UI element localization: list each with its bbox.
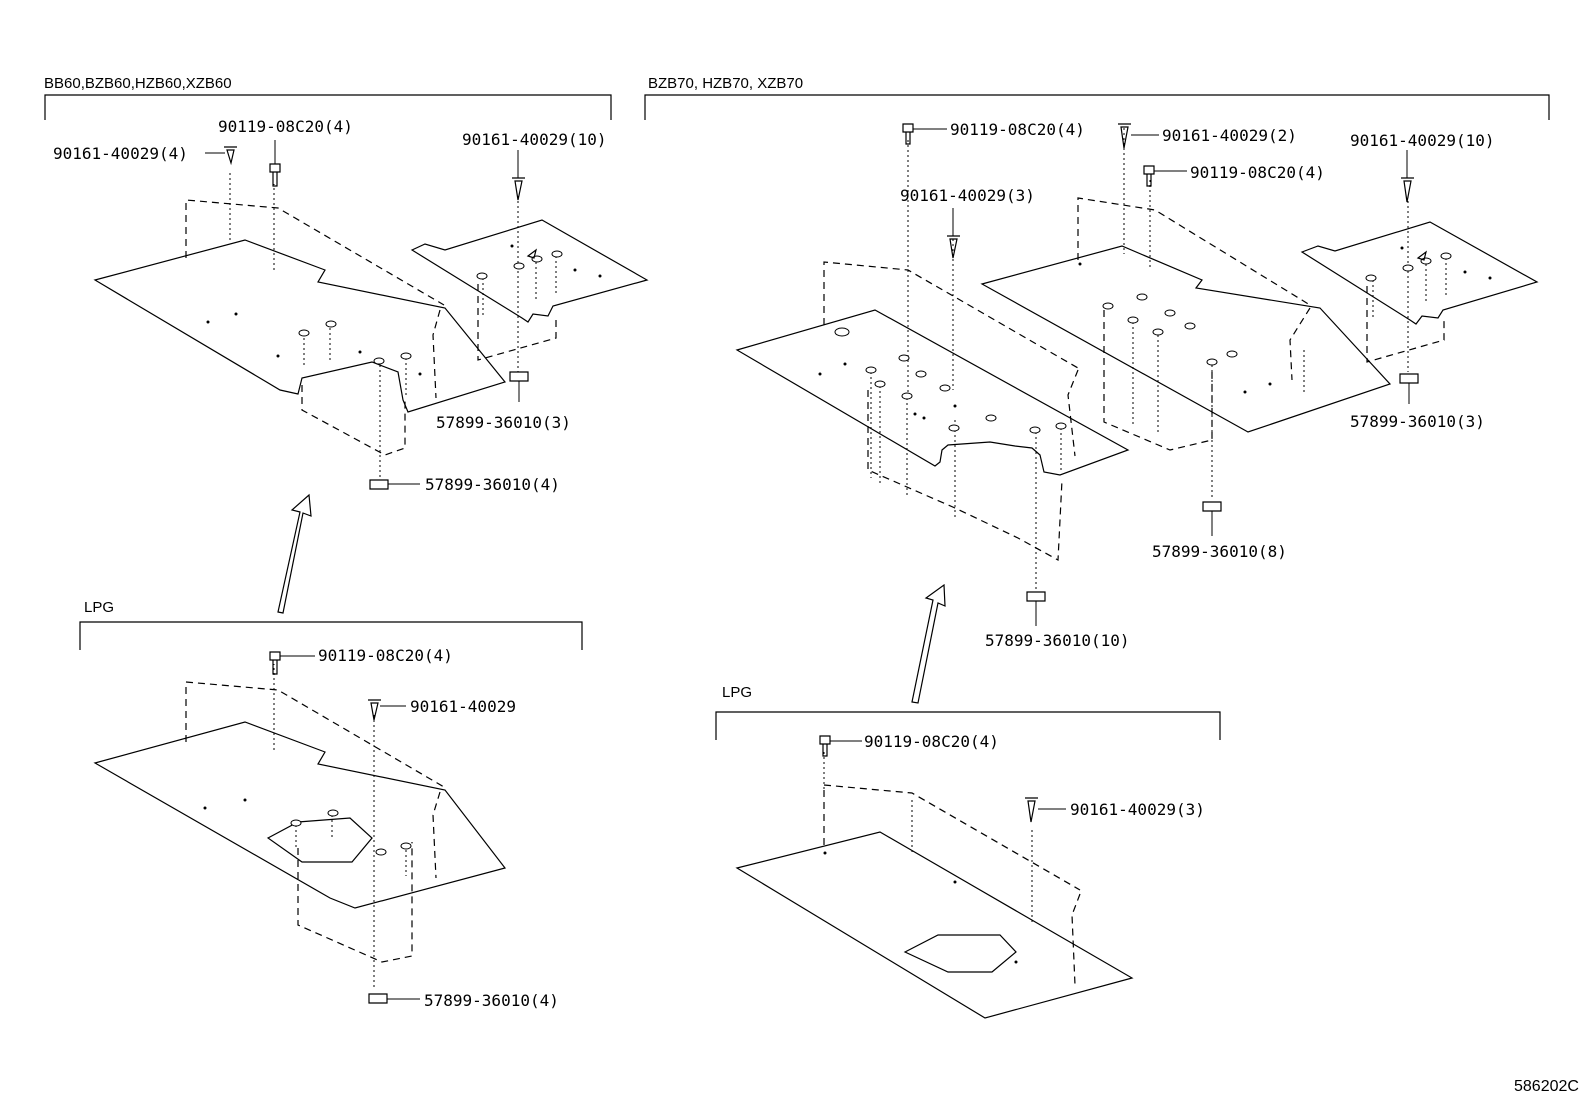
callout-57899-36010-4: 57899-36010(4) — [424, 991, 559, 1010]
arrow-up-icon — [911, 583, 946, 704]
screw-icon — [205, 146, 237, 166]
floor-mat-lpg-70 — [735, 752, 1134, 1019]
floor-mat-rear-70 — [1300, 196, 1539, 372]
floor-mat-rear-60 — [410, 196, 649, 372]
callout-90119-08c20-4: 90119-08C20(4) — [318, 646, 453, 665]
screw-icon — [368, 699, 406, 721]
screw-icon — [1401, 150, 1414, 203]
bolt-icon — [1143, 165, 1187, 187]
callout-90119-08c20-4: 90119-08C20(4) — [1190, 163, 1325, 182]
bolt-icon — [819, 735, 862, 757]
group-label-lpg-60: LPG — [84, 599, 114, 616]
floor-mat-middle-70 — [980, 128, 1392, 500]
callout-90119-08c20-4: 90119-08C20(4) — [218, 117, 353, 136]
clip-nut-icon — [1026, 591, 1046, 626]
bracket-70-series — [644, 94, 1550, 120]
callout-57899-36010-3: 57899-36010(3) — [1350, 412, 1485, 431]
callout-90161-40029-3: 90161-40029(3) — [900, 186, 1035, 205]
clip-nut-icon — [1202, 501, 1222, 536]
callout-57899-36010-4: 57899-36010(4) — [425, 475, 560, 494]
group-label-60-series: BB60,BZB60,HZB60,XZB60 — [44, 75, 232, 92]
screw-icon — [512, 150, 525, 201]
callout-90119-08c20-4: 90119-08C20(4) — [864, 732, 999, 751]
bracket-lpg-60 — [79, 621, 583, 650]
bolt-icon — [902, 123, 947, 145]
bolt-icon — [269, 651, 315, 675]
bracket-60-series — [44, 94, 612, 120]
clip-nut-icon — [509, 371, 529, 402]
screw-icon — [947, 208, 960, 259]
arrow-up-icon — [277, 493, 312, 614]
group-label-lpg-70: LPG — [722, 684, 752, 701]
group-label-70-series: BZB70, HZB70, XZB70 — [648, 75, 803, 92]
bolt-icon — [269, 140, 281, 187]
callout-90161-40029-10: 90161-40029(10) — [462, 130, 607, 149]
floor-mat-front-70 — [735, 140, 1130, 590]
clip-nut-icon — [368, 993, 420, 1004]
screw-icon — [1025, 797, 1066, 823]
bracket-lpg-70 — [715, 711, 1221, 740]
callout-90161-40029-10: 90161-40029(10) — [1350, 131, 1495, 150]
callout-90161-40029-2: 90161-40029(2) — [1162, 126, 1297, 145]
floor-mat-lpg-60 — [93, 664, 507, 990]
callout-57899-36010-8: 57899-36010(8) — [1152, 542, 1287, 561]
clip-nut-icon — [1399, 373, 1419, 404]
callout-90119-08c20-4: 90119-08C20(4) — [950, 120, 1085, 139]
callout-90161-40029-4: 90161-40029(4) — [53, 144, 188, 163]
callout-57899-36010-3: 57899-36010(3) — [436, 413, 571, 432]
callout-57899-36010-10: 57899-36010(10) — [985, 631, 1130, 650]
callout-90161-40029-3: 90161-40029(3) — [1070, 800, 1205, 819]
floor-mat-front-60 — [93, 170, 507, 478]
callout-90161-40029: 90161-40029 — [410, 697, 516, 716]
screw-icon — [1118, 123, 1159, 149]
clip-nut-icon — [369, 479, 420, 490]
figure-id: 586202C — [1514, 1078, 1579, 1095]
